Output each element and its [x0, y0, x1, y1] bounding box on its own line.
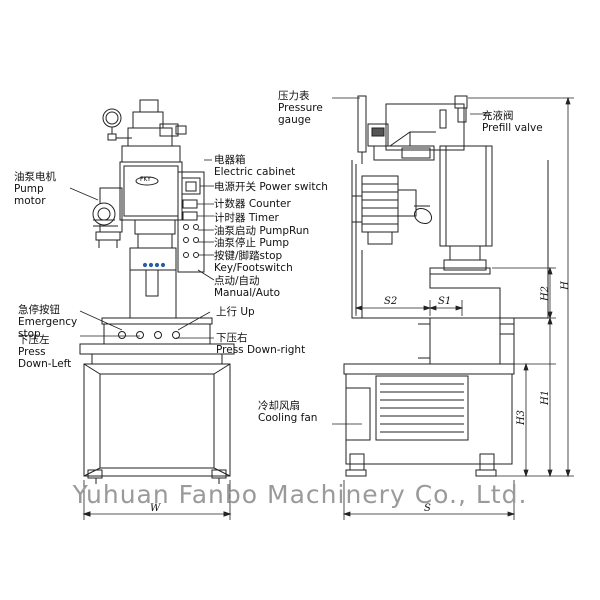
cooling-fan-icon: [345, 375, 469, 441]
label-up: 上行 Up: [216, 306, 255, 318]
label-pump-motor: 油泵电机 Pump motor: [14, 171, 56, 207]
label-power-switch: 电源开关 Power switch: [214, 181, 328, 193]
base-cabinet: [83, 363, 231, 477]
label-timer: 计时器 Timer: [214, 212, 279, 224]
valve-block: [373, 145, 435, 161]
worktable: [429, 317, 501, 365]
label-emergency-stop: 急停按钮 Emergency stop: [18, 304, 78, 340]
gauge-tube: [357, 95, 367, 153]
dim-h: H: [559, 281, 571, 290]
brand-badge-text: FKY: [140, 176, 151, 183]
label-key-footswitch: 按键/脚踏stop Key/Footswitch: [214, 250, 293, 274]
electric-cabinet-icon: [177, 171, 205, 273]
label-pump-run: 油泵启动 PumpRun: [214, 225, 310, 237]
dim-s: S: [424, 503, 431, 514]
label-counter: 计数器 Counter: [214, 198, 291, 210]
front-view: [79, 99, 235, 520]
pressure-gauge-icon: [102, 108, 122, 141]
side-cylinder: [439, 145, 493, 247]
side-base: [345, 373, 513, 465]
label-pump-stop: 油泵停止 Pump: [214, 237, 290, 249]
right-leader-lines: [332, 97, 490, 425]
label-electric-cabinet: 电器箱 Electric cabinet: [214, 154, 296, 178]
label-press-down-left: 下压左 Press Down-Left: [18, 334, 72, 370]
label-pressure-gauge: 压力表 Pressure gauge: [278, 90, 323, 126]
dim-h2: H2: [540, 285, 552, 302]
dim-s2: S2: [384, 296, 398, 307]
label-prefill-valve: 充液阀 Prefill valve: [482, 110, 543, 134]
dim-s1: S1: [438, 296, 452, 307]
dim-h1: H1: [540, 389, 552, 406]
right-dimensions: [342, 96, 574, 520]
side-view: [343, 95, 549, 477]
cylinder-head: [121, 145, 181, 163]
pump-motor-icon: [92, 187, 123, 248]
ram-block: [129, 247, 177, 271]
dim-h3: H3: [516, 409, 528, 426]
left-leader-lines: [69, 159, 215, 339]
cylinder-body: [119, 161, 183, 221]
label-manual-auto: 点动/自动 Manual/Auto: [214, 275, 281, 299]
label-cooling-fan: 冷却风扇 Cooling fan: [258, 400, 318, 424]
control-bar: [103, 323, 211, 345]
brand-badge: [135, 176, 159, 186]
side-motor-icon: [351, 175, 417, 245]
top-housing: [385, 103, 465, 151]
company-watermark: Yuhuan Fanbo Machinery Co., Ltd.: [72, 480, 528, 509]
label-press-down-right: 下压右 Press Down-right: [216, 332, 306, 356]
dim-w: W: [150, 503, 161, 514]
top-valve: [139, 99, 159, 113]
